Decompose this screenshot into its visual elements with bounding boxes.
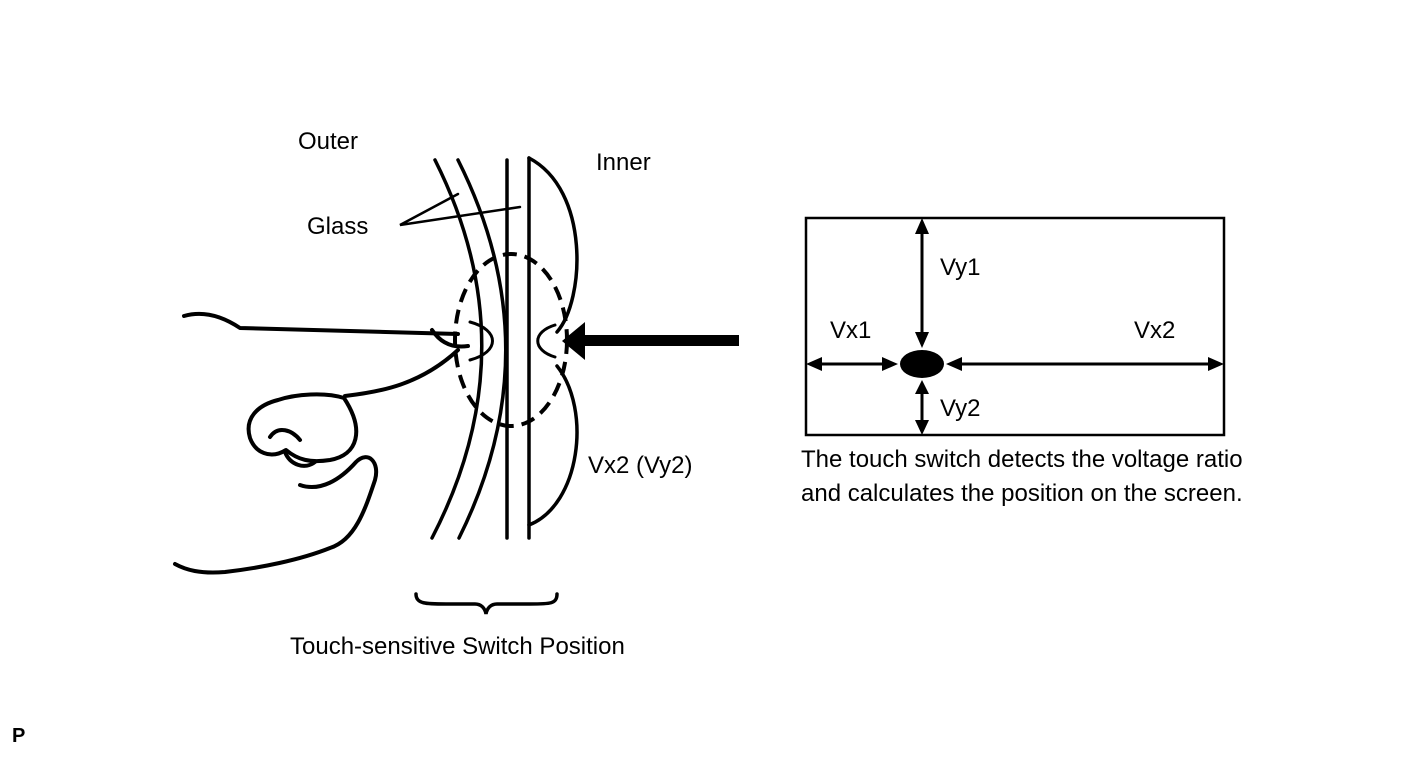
screen-outline [804, 216, 1226, 437]
vx1-label: Vx1 [830, 317, 872, 344]
knuckle-outline [246, 392, 359, 464]
press-arrow-shaft [585, 335, 739, 346]
vy1-arrowhead-bottom [915, 332, 929, 348]
inner-layer-bulge-bottom [527, 364, 579, 527]
vy2-arrowhead-top [915, 380, 929, 394]
inner-label: Inner [596, 149, 651, 176]
switch-position-bracket [414, 592, 559, 615]
finger-underside-outline [343, 348, 460, 398]
screen-cross-section [399, 156, 579, 540]
inner-layer-bulge-top [527, 156, 579, 334]
description-line-2: and calculates the position on the scree… [801, 480, 1243, 507]
press-arrow [562, 322, 739, 360]
outer-deformation-mark [468, 320, 494, 362]
vy2-arrowhead-bottom [915, 420, 929, 435]
vy2-label: Vy2 [940, 395, 981, 422]
vx2-arrowhead-left [946, 357, 962, 371]
glass-label: Glass [307, 213, 369, 240]
vx2-vy2-label: Vx2 (Vy2) [588, 452, 693, 479]
measurement-arrowheads [806, 218, 1224, 435]
finger-top-outline [182, 311, 460, 336]
vy1-arrowhead-top [915, 218, 929, 234]
vy1-label: Vy1 [940, 254, 981, 281]
vx2-label: Vx2 [1134, 317, 1176, 344]
contact-deformation [468, 320, 557, 362]
outer-label: Outer [298, 128, 359, 155]
glass-pointer-line [399, 192, 522, 227]
vx1-arrowhead-right [882, 357, 898, 371]
description-line-1: The touch switch detects the voltage rat… [801, 446, 1243, 473]
thumb-outline [173, 455, 379, 575]
touch-point [900, 350, 944, 378]
curled-finger [268, 428, 317, 468]
screen-coordinate-diagram [804, 216, 1226, 437]
vx1-arrowhead-left [806, 357, 822, 371]
press-arrow-head [562, 322, 585, 360]
inner-deformation-mark [536, 323, 557, 359]
fingernail [430, 328, 470, 349]
switch-position-label: Touch-sensitive Switch Position [290, 633, 625, 660]
hand-illustration [173, 311, 470, 575]
touch-contact-region [453, 252, 569, 428]
vx2-arrowhead-right [1208, 357, 1224, 371]
figure-id: P [12, 725, 26, 747]
outer-glass-curve-1 [430, 158, 484, 540]
